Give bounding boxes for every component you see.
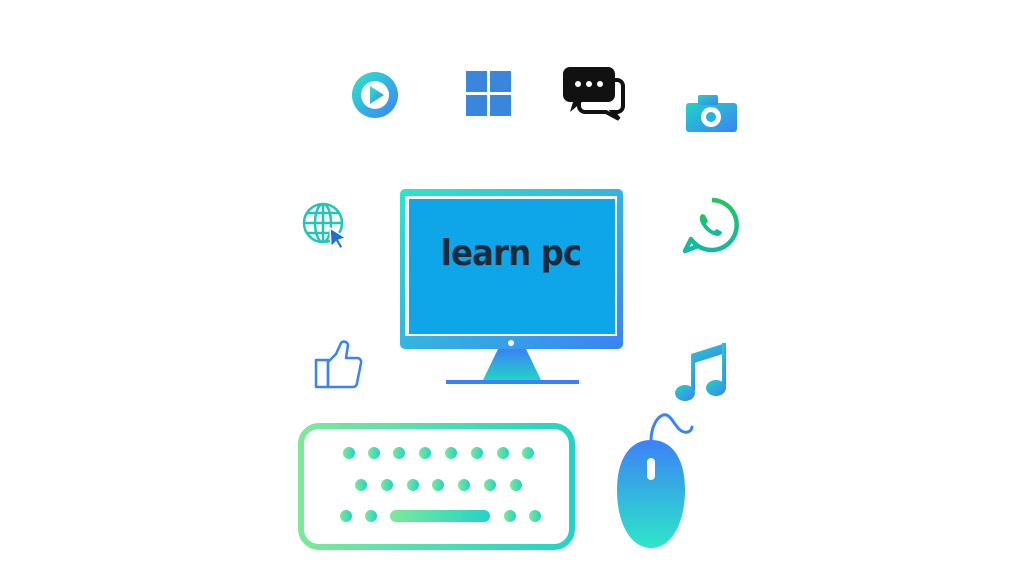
camera-icon <box>686 95 737 132</box>
keyboard-icon <box>298 423 575 550</box>
cursor-arrow-icon <box>329 226 348 251</box>
monitor-screen-text: learn pc <box>440 232 582 274</box>
music-note-icon <box>675 343 726 401</box>
play-icon <box>352 72 398 118</box>
monitor-icon <box>400 189 623 384</box>
chat-icon <box>563 67 625 121</box>
thumbs-up-icon <box>314 340 363 389</box>
windows-icon <box>466 71 511 116</box>
mouse-icon <box>617 413 694 548</box>
whatsapp-icon <box>682 197 739 254</box>
